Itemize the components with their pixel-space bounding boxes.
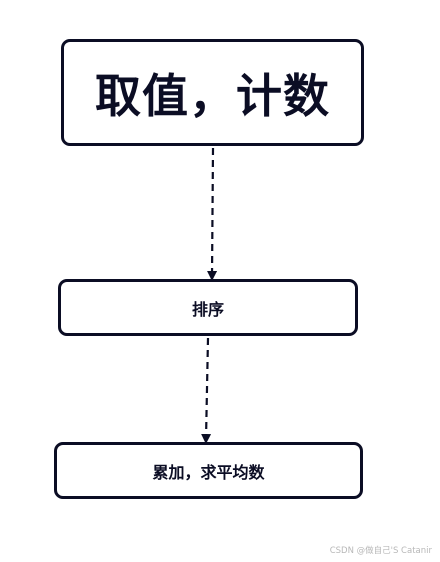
arrow-edge-1 [207, 147, 218, 281]
flow-node-label: 累加，求平均数 [152, 462, 265, 482]
flow-node-sort: 排序 [58, 279, 358, 336]
flow-node-label: 排序 [191, 299, 224, 319]
flow-node-label: 取值，计数 [95, 68, 330, 123]
flow-node-sum-average: 累加，求平均数 [54, 442, 363, 499]
arrow-edge-2 [201, 337, 212, 444]
flow-node-get-values: 取值，计数 [61, 39, 364, 146]
watermark: CSDN @做自己'S Catanir [329, 546, 432, 556]
